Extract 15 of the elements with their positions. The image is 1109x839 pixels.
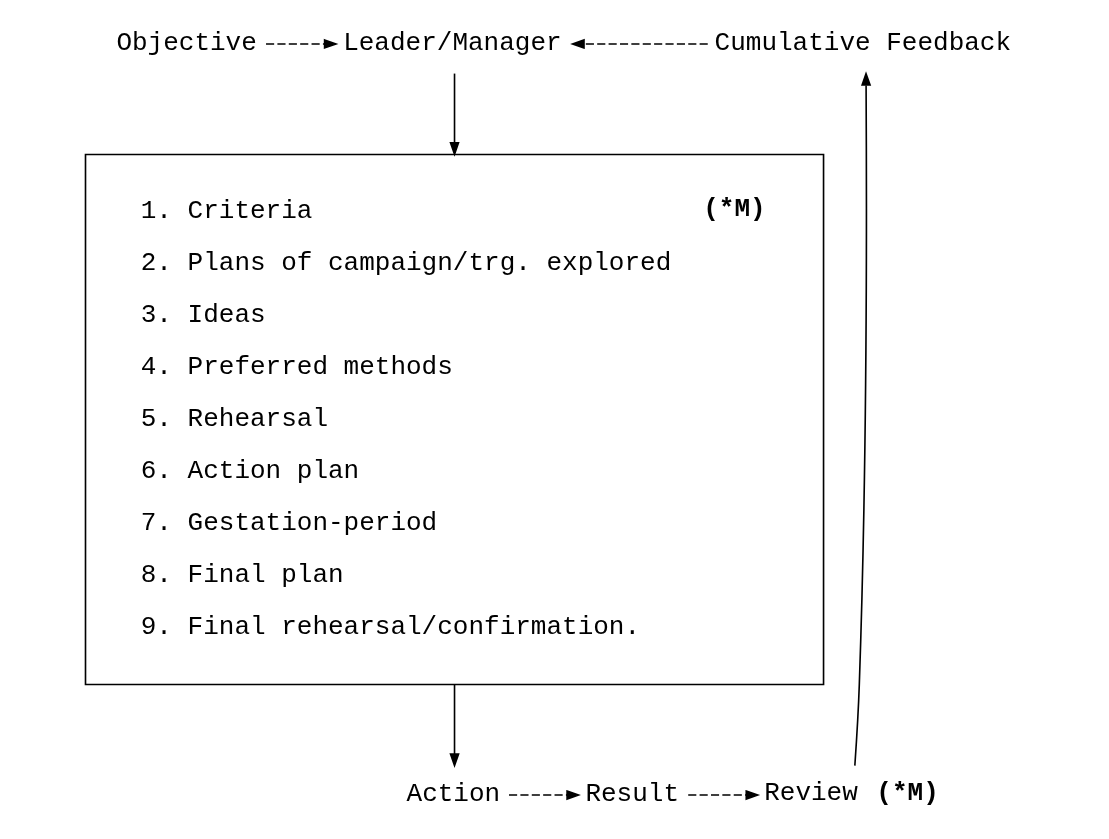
- arrow: [570, 38, 709, 50]
- arrow: [687, 789, 761, 801]
- node-text: Action: [406, 779, 501, 810]
- node-text: Cumulative Feedback: [714, 28, 1012, 59]
- arrow: [449, 72, 460, 157]
- node-text: Review: [764, 777, 858, 808]
- node-text: Leader/Manager: [343, 28, 562, 59]
- node-text: Objective: [116, 28, 257, 59]
- node-text: Result: [585, 779, 680, 810]
- arrow: [449, 683, 460, 768]
- node-box: 1. Criteria (*M) 2. Plans of campaign/trg. explored 3. Ideas 4. Preferred methods 5. Rehearsal 6. Action plan 7. Gestation-period 8. Final plan 9. Final rehearsal/confirmation.: [84, 153, 825, 686]
- arrow: [854, 71, 872, 767]
- node-label: (*M): [876, 777, 939, 808]
- arrow: [508, 789, 581, 801]
- arrow: [265, 38, 339, 50]
